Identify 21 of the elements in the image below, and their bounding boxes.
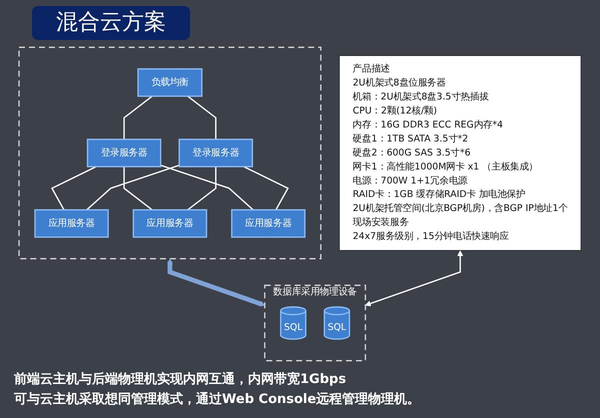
- node-box: 负载均衡: [137, 68, 202, 97]
- node-box: 应用服务器: [231, 209, 306, 238]
- arrow: [167, 258, 265, 307]
- node-box: 登录服务器: [86, 138, 162, 168]
- connector: [187, 166, 216, 210]
- connector: [160, 164, 254, 210]
- cluster: [18, 46, 322, 260]
- note-text: 前端云主机与后端物理机实现内网互通，内网带宽1Gbps: [14, 370, 346, 389]
- node-box: 登录服务器: [178, 138, 254, 168]
- note-text: 可与云主机采取想同管理模式，通过Web Console远程管理物理机。: [14, 390, 420, 409]
- connector: [86, 164, 180, 210]
- node-box: 产品描述 2U机架式8盘位服务器 机箱：2U机架式8盘3.5寸热插拔 CPU：2颗(12核/颗) 内存：16G DDR3 ECC REG内存*4 硬盘1：1TB SATA 3.5寸*2 硬盘2：600G SAS 3.5寸*6 网卡1：高性能1000M网卡 x1 （主板集成） 电源：700W 1+1冗余电源 RAID卡：1GB 缓存储RAID卡 加电池保护 2U机架托管空间(北京BGP机房)，含BGP IP地址1个 现场安装服务 24x7服务级别，15分钟电话快速响应: [339, 55, 582, 251]
- title: 混合云方案: [32, 6, 190, 40]
- connector: [51, 166, 96, 210]
- connector: [123, 166, 153, 210]
- connector: [187, 96, 216, 140]
- arrow: [365, 250, 464, 306]
- node-box: 应用服务器: [132, 209, 208, 238]
- connector: [123, 96, 153, 140]
- connector: [243, 166, 289, 210]
- node-box: 应用服务器: [34, 209, 109, 238]
